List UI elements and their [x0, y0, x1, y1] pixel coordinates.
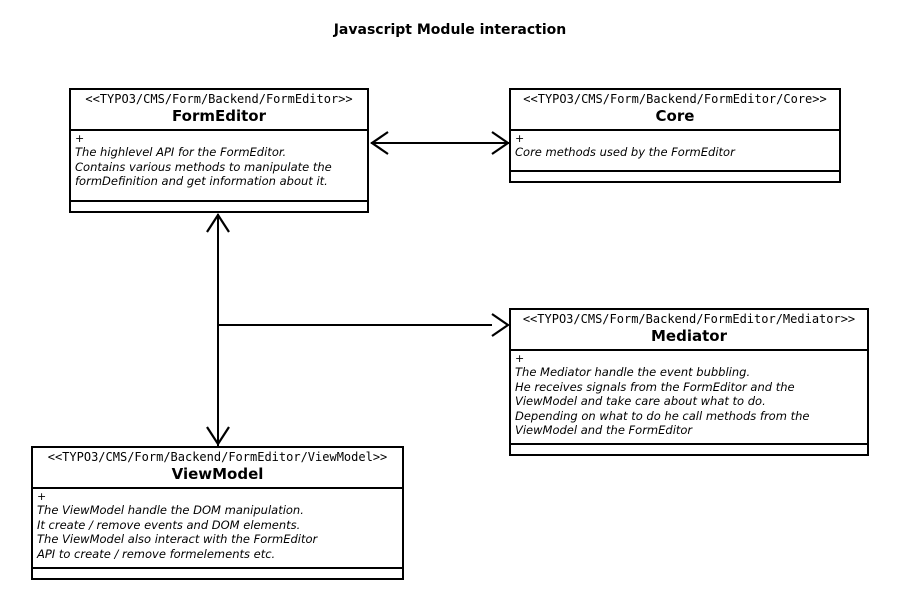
uml-class-mediator[interactable]: <<TYPO3/CMS/Form/Backend/FormEditor/Medi… [509, 308, 869, 456]
uml-class-formeditor[interactable]: <<TYPO3/CMS/Form/Backend/FormEditor>> Fo… [69, 88, 369, 213]
uml-class-name-core: Core [655, 107, 695, 125]
uml-desc-line: He receives signals from the FormEditor … [515, 379, 795, 394]
uml-footer-formeditor [71, 202, 367, 211]
uml-footer-core [511, 172, 839, 181]
uml-body-core: + Core methods used by the FormEditor [511, 131, 839, 172]
uml-header-viewmodel: <<TYPO3/CMS/Form/Backend/FormEditor/View… [33, 448, 402, 489]
uml-visibility-formeditor: + [75, 132, 85, 145]
uml-class-name-mediator: Mediator [651, 327, 727, 345]
uml-desc-line: It create / remove events and DOM elemen… [37, 517, 301, 532]
uml-class-viewmodel[interactable]: <<TYPO3/CMS/Form/Backend/FormEditor/View… [31, 446, 404, 580]
uml-desc-line: API to create / remove formelements etc. [37, 546, 276, 561]
uml-desc-line: The ViewModel also interact with the For… [37, 532, 318, 546]
uml-footer-viewmodel [33, 569, 402, 578]
uml-body-mediator: + The Mediator handle the event bubbling… [511, 351, 867, 445]
uml-class-core[interactable]: <<TYPO3/CMS/Form/Backend/FormEditor/Core… [509, 88, 841, 183]
uml-visibility-viewmodel: + [37, 490, 47, 503]
uml-body-viewmodel: + The ViewModel handle the DOM manipulat… [33, 489, 402, 569]
uml-stereotype-formeditor: <<TYPO3/CMS/Form/Backend/FormEditor>> [85, 92, 353, 106]
uml-header-mediator: <<TYPO3/CMS/Form/Backend/FormEditor/Medi… [511, 310, 867, 351]
uml-class-name-viewmodel: ViewModel [171, 465, 264, 483]
uml-desc-line: Core methods used by the FormEditor [515, 145, 735, 159]
uml-visibility-mediator: + [515, 352, 525, 365]
connector-formeditor-viewmodel-line [217, 214, 219, 446]
uml-desc-line: The ViewModel handle the DOM manipulatio… [37, 503, 304, 517]
page-title: Javascript Module interaction [333, 22, 567, 38]
uml-stereotype-viewmodel: <<TYPO3/CMS/Form/Backend/FormEditor/View… [47, 450, 388, 464]
connector-formeditor-core-line [371, 142, 509, 144]
uml-desc-line: ViewModel and take care about what to do… [515, 394, 766, 408]
uml-stereotype-mediator: <<TYPO3/CMS/Form/Backend/FormEditor/Medi… [522, 312, 856, 326]
uml-desc-line: formDefinition and get information about… [75, 174, 328, 188]
uml-body-formeditor: + The highlevel API for the FormEditor. … [71, 131, 367, 202]
uml-visibility-core: + [515, 132, 525, 145]
uml-header-core: <<TYPO3/CMS/Form/Backend/FormEditor/Core… [511, 90, 839, 131]
uml-desc-line: Contains various methods to manipulate t… [75, 159, 332, 174]
uml-desc-line: The highlevel API for the FormEditor. [75, 145, 287, 159]
uml-desc-line: ViewModel and the FormEditor [515, 423, 693, 437]
uml-footer-mediator [511, 445, 867, 454]
uml-desc-line: Depending on what to do he call methods … [515, 408, 810, 423]
connector-trunk-mediator-line [217, 324, 492, 326]
uml-header-formeditor: <<TYPO3/CMS/Form/Backend/FormEditor>> Fo… [71, 90, 367, 131]
uml-stereotype-core: <<TYPO3/CMS/Form/Backend/FormEditor/Core… [523, 92, 827, 106]
uml-class-name-formeditor: FormEditor [172, 107, 266, 125]
uml-desc-line: The Mediator handle the event bubbling. [515, 365, 751, 379]
